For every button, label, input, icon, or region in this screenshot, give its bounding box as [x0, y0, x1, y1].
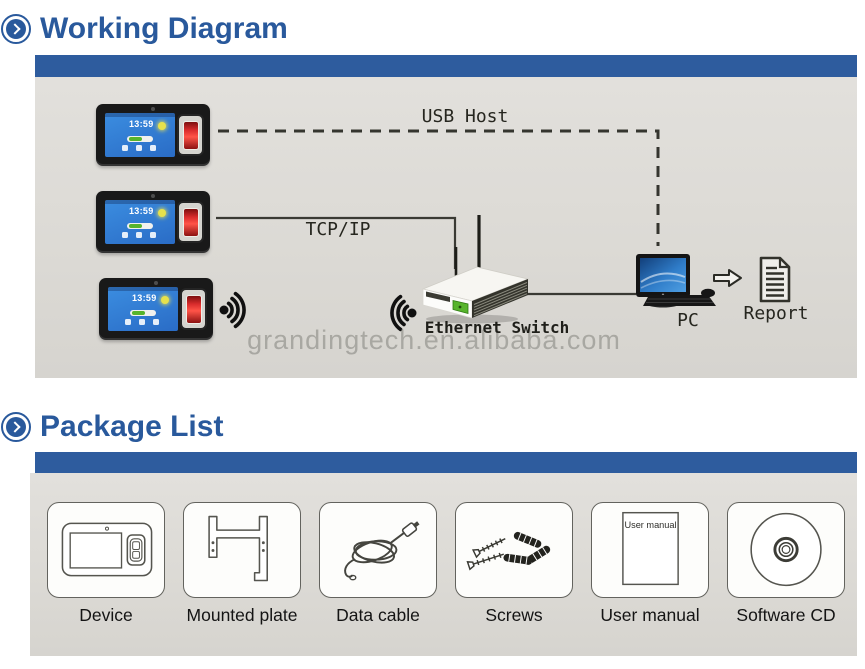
screws-icon [466, 531, 551, 571]
package-box [455, 502, 573, 598]
camera-dot-icon [151, 194, 155, 198]
mounting-plate-icon [208, 515, 268, 582]
package-box [47, 502, 165, 598]
package-item-label: Mounted plate [186, 605, 298, 625]
package-item-label: Device [79, 605, 133, 625]
device-clock: 13:59 [132, 293, 157, 303]
package-item-label: Software CD [736, 605, 836, 625]
usb-host-label: USB Host [421, 106, 509, 127]
sun-icon [158, 122, 166, 130]
wall-anchors [503, 531, 551, 565]
camera-dot-icon [151, 107, 155, 111]
screen-app-icon [122, 145, 128, 151]
device-screen: 13:59 [108, 287, 178, 331]
package-box [319, 502, 437, 598]
screen-app-icon [150, 232, 156, 238]
manual-cover-text: User manual [624, 520, 676, 530]
diagram-connectors [216, 129, 660, 332]
package-item-mounted-plate: Mounted plate [183, 502, 301, 642]
screen-app-icon [125, 319, 131, 325]
user-manual-icon: User manual [622, 511, 679, 586]
package-list-header: Package List [1, 410, 223, 444]
working-diagram-header: Working Diagram [1, 12, 288, 46]
package-item-screws: Screws [455, 502, 573, 642]
working-diagram-divider-bar [35, 55, 857, 77]
cd-disc-icon [750, 512, 822, 587]
wifi-signal-icon-right [390, 294, 417, 332]
package-item-user-manual: User manual User manual [591, 502, 709, 642]
package-item-label: Screws [485, 605, 543, 625]
report-document-icon [759, 256, 791, 303]
tcpip-label: TCP/IP [305, 219, 371, 240]
working-diagram-title: Working Diagram [40, 12, 288, 45]
package-item-label: Data cable [336, 605, 420, 625]
package-list-divider-bar [35, 452, 857, 473]
screen-app-icon [150, 145, 156, 151]
pc-label: PC [677, 310, 699, 331]
section-bullet-icon [1, 14, 31, 44]
screen-app-icon [122, 232, 128, 238]
screen-button [130, 310, 156, 316]
section-bullet-icon [1, 412, 31, 442]
fingerprint-terminal-3: 13:59 [99, 278, 213, 340]
ethernet-switch-icon [421, 266, 530, 324]
pc-icon [636, 254, 716, 308]
package-box [183, 502, 301, 598]
package-box: User manual [591, 502, 709, 598]
package-item-label: User manual [600, 605, 700, 625]
arrow-right-icon [713, 269, 742, 287]
package-item-data-cable: Data cable [319, 502, 437, 642]
usb-dashed-line [218, 129, 660, 246]
report-label: Report [743, 303, 809, 324]
chevron-right-icon [8, 23, 21, 35]
screen-app-icon [139, 319, 145, 325]
package-list-panel [30, 473, 857, 656]
camera-dot-icon [154, 281, 158, 285]
watermark: grandingtech.en.alibaba.com [247, 325, 621, 355]
wifi-signal-icon-left [219, 291, 246, 329]
screen-button [127, 223, 153, 229]
fingerprint-terminal-2: 13:59 [96, 191, 210, 253]
package-list-title: Package List [40, 410, 224, 443]
fingerprint-terminal-1: 13:59 [96, 104, 210, 166]
screen-app-icon [153, 319, 159, 325]
device-screen: 13:59 [105, 113, 175, 157]
device-outline-icon [61, 522, 153, 577]
device-clock: 13:59 [129, 119, 154, 129]
package-item-device: Device [47, 502, 165, 642]
sun-icon [161, 296, 169, 304]
ethernet-switch-label: Ethernet Switch [424, 318, 570, 337]
fingerprint-sensor [177, 114, 204, 156]
chevron-right-icon [8, 421, 21, 433]
package-box [727, 502, 845, 598]
sun-icon [158, 209, 166, 217]
mouse-icon [701, 288, 715, 298]
fingerprint-sensor [180, 288, 207, 330]
package-item-software-cd: Software CD [727, 502, 845, 642]
data-cable-icon [344, 521, 420, 581]
screen-app-icon [136, 232, 142, 238]
screen-app-icon [136, 145, 142, 151]
device-clock: 13:59 [129, 206, 154, 216]
fingerprint-sensor [177, 201, 204, 243]
screen-button [127, 136, 153, 142]
device-screen: 13:59 [105, 200, 175, 244]
